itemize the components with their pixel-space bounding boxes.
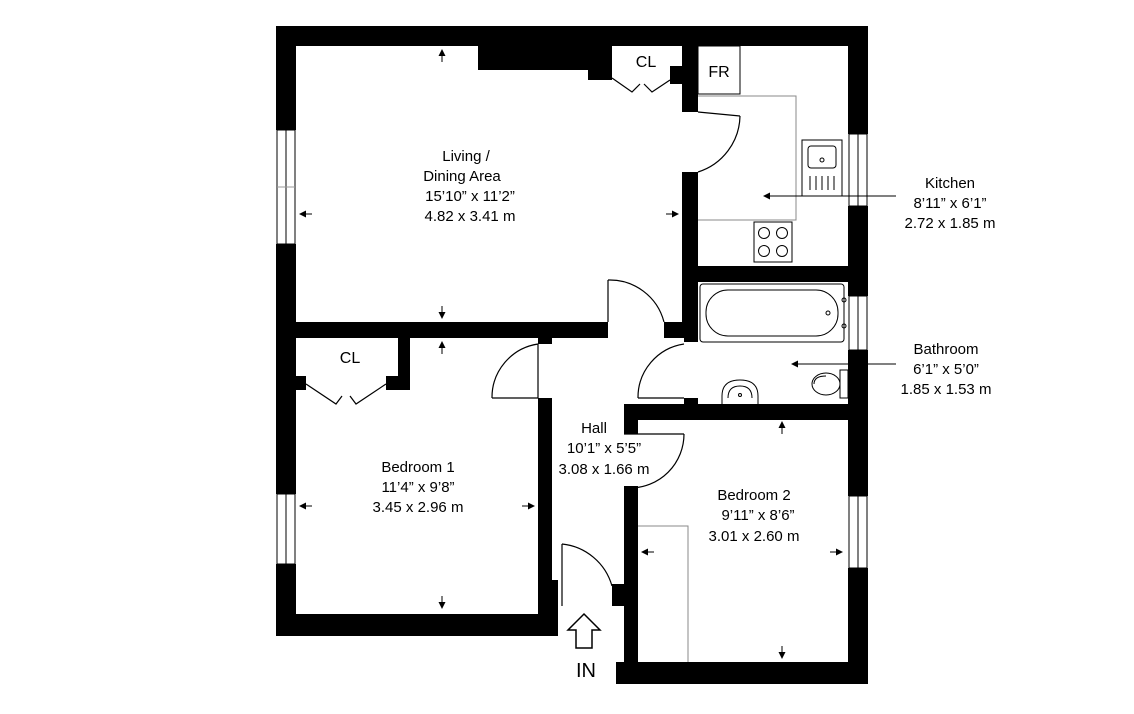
living-name-line1: Living / [442, 148, 490, 165]
dimension-arrows [299, 49, 896, 659]
bedroom2-wardrobe [638, 525, 689, 662]
door-hall-bedroom2 [624, 433, 685, 489]
bedroom1-name: Bedroom 1 [381, 459, 454, 476]
living-metric: 4.82 x 3.41 m [425, 208, 516, 225]
wall-living-hall-stub [664, 322, 684, 338]
hall-name: Hall [581, 420, 607, 437]
bedroom2-imperial: 9’11” x 8’6” [721, 507, 794, 524]
entrance-label: IN [576, 660, 596, 682]
bathroom-metric: 1.85 x 1.53 m [901, 381, 992, 398]
wall-left-upper [276, 26, 296, 130]
wall-right-2 [848, 206, 868, 296]
door-living-kitchen [697, 111, 741, 173]
living-name-line2: Dining Area [423, 168, 501, 185]
bathroom-name: Bathroom [913, 341, 978, 358]
kitchen-imperial: 8’11” x 6’1” [913, 195, 986, 212]
kitchen-metric: 2.72 x 1.85 m [905, 215, 996, 232]
fridge-label: FR [708, 64, 729, 81]
wall-entry-right-jamb [612, 584, 638, 606]
bathroom-imperial: 6’1” x 5’0” [913, 361, 979, 378]
fridge [697, 45, 741, 95]
bedroom1-imperial: 11’4” x 9’8” [381, 479, 454, 496]
wall-cl-living-right [670, 66, 686, 84]
wall-bottom-left [276, 614, 558, 636]
bathtub [699, 283, 847, 343]
kitchen-counter [698, 95, 797, 221]
kitchen-sink [801, 139, 843, 197]
fixtures [638, 45, 849, 662]
door-closet-bedroom1 [305, 383, 387, 405]
bathroom-basin [721, 379, 759, 404]
bedroom1-metric: 3.45 x 2.96 m [373, 499, 464, 516]
wall-living-bedroom1 [276, 322, 608, 338]
hall-metric: 3.08 x 1.66 m [559, 461, 650, 478]
door-entrance [561, 543, 613, 606]
wall-bathroom-left [684, 282, 698, 342]
hall-imperial: 10’1” x 5’5” [567, 440, 641, 457]
kitchen-hob [753, 221, 793, 263]
door-hall-living [607, 279, 665, 323]
kitchen-name: Kitchen [925, 175, 975, 192]
wall-right-4 [848, 568, 868, 684]
wall-right-3 [848, 350, 868, 496]
wall-cl-bed1-left-jamb [294, 376, 306, 390]
door-closet-living [611, 77, 671, 93]
wall-hall-bedroom1 [538, 398, 552, 580]
bedroom2-name: Bedroom 2 [717, 487, 790, 504]
entrance-arrow-icon [566, 612, 602, 649]
closet-bedroom1-label: CL [340, 350, 361, 367]
wall-left-middle [276, 244, 296, 494]
wall-bottom-right [616, 662, 868, 684]
closet-living-label: CL [636, 54, 657, 71]
wall-cl-bed1-right-jamb [386, 376, 410, 390]
wall-hall-bedroom2-top [624, 404, 638, 434]
labels: Living / Dining Area 15’10” x 11’2” 4.82… [340, 54, 996, 682]
windows [276, 129, 868, 569]
door-hall-bedroom1 [491, 343, 539, 399]
wall-hall-bedroom1-stub [538, 330, 552, 344]
wall-cl-living-left2 [600, 46, 612, 80]
doors [305, 77, 741, 606]
wall-right-1 [848, 26, 868, 134]
living-imperial: 15’10” x 11’2” [425, 188, 515, 205]
wall-beam [478, 46, 600, 70]
bathroom-toilet [811, 369, 849, 399]
wall-bathroom-bedroom2 [626, 404, 868, 420]
wall-top [276, 26, 868, 46]
wall-kitchen-bathroom [682, 266, 868, 282]
wall-hall-bedroom1-bottom [538, 580, 558, 636]
wall-living-kitchen-upper [682, 46, 698, 112]
bedroom2-metric: 3.01 x 2.60 m [709, 528, 800, 545]
door-hall-bathroom [637, 343, 685, 399]
walls [276, 26, 868, 684]
